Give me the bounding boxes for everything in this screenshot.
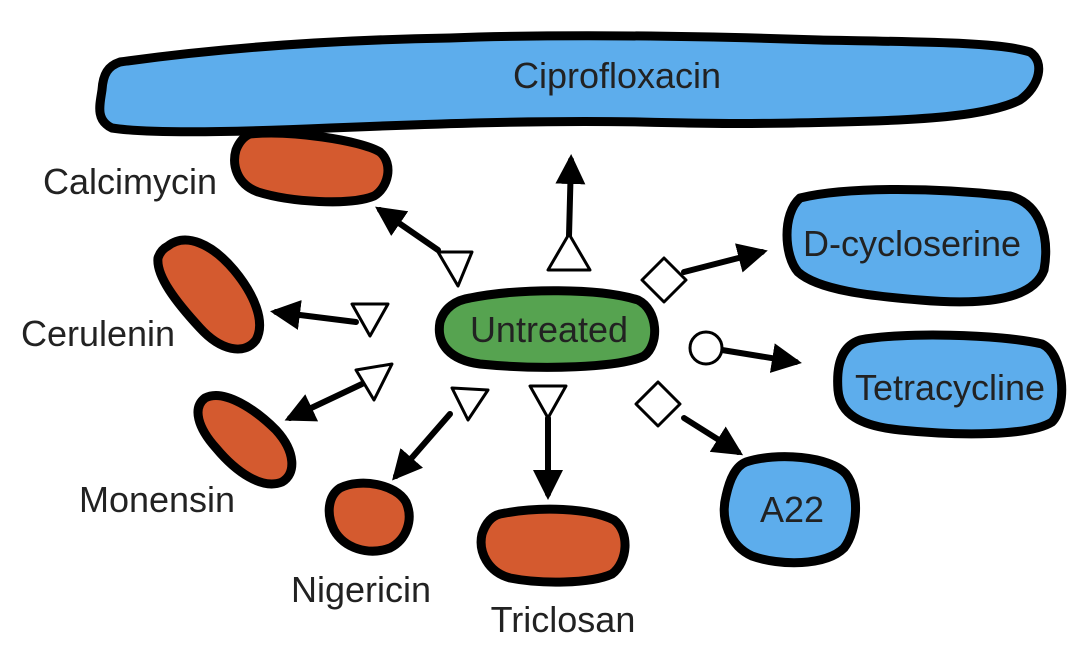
diamond-marker-a22 <box>634 380 682 428</box>
cell-untreated: Untreated <box>434 286 660 372</box>
arrow-to-dcycloserine <box>681 243 768 275</box>
cell-triclosan: Triclosan <box>476 504 636 640</box>
label-monensin: Monensin <box>79 479 235 520</box>
arrow-to-calcimycin <box>375 206 441 253</box>
cell-tetracycline-shape <box>833 330 1067 439</box>
label-triclosan: Triclosan <box>491 599 636 640</box>
cell-cerulenin: Cerulenin <box>21 235 264 354</box>
cell-ciprofloxacin-shape <box>95 31 1044 137</box>
markers <box>350 232 724 428</box>
cell-dcycloserine-shape <box>782 185 1051 307</box>
arrow-to-nigericin <box>392 411 453 481</box>
label-nigericin: Nigericin <box>291 569 431 610</box>
arrows <box>270 154 802 500</box>
cell-ciprofloxacin-label: Ciprofloxacin <box>513 55 721 96</box>
circle-marker-tetracycline <box>688 330 724 366</box>
cell-a22: A22 <box>719 452 860 568</box>
triangle-down-marker-nigericin <box>450 386 490 422</box>
label-calcimycin: Calcimycin <box>43 161 217 202</box>
cell-ciprofloxacin: Ciprofloxacin <box>95 31 1044 137</box>
cell-calcimycin: Calcimycin <box>43 128 393 207</box>
cell-nigericin: Nigericin <box>291 478 431 610</box>
triangle-down-marker-triclosan <box>528 384 568 420</box>
cell-monensin-shape <box>193 391 297 489</box>
diamond-marker-dcycloserine <box>640 256 688 304</box>
triangle-up-marker-ciprofloxacin <box>546 232 592 272</box>
cell-calcimycin-shape <box>230 128 393 207</box>
cell-a22-label: A22 <box>760 489 824 530</box>
cell-dcycloserine-label: D-cycloserine <box>803 223 1021 264</box>
arrow-to-ciprofloxacin <box>555 154 586 239</box>
cell-monensin: Monensin <box>79 391 297 520</box>
cell-untreated-label: Untreated <box>470 309 628 350</box>
arrow-to-tetracycline <box>719 343 802 373</box>
triangle-down-marker-monensin <box>354 362 394 402</box>
cell-triclosan-shape <box>476 504 630 587</box>
cell-cerulenin-shape <box>153 235 264 354</box>
triangle-down-marker-calcimycin <box>436 250 474 288</box>
triangle-down-marker-cerulenin <box>350 302 390 338</box>
arrow-to-monensin <box>284 381 365 422</box>
cell-tetracycline-label: Tetracycline <box>855 367 1045 408</box>
cell-a22-shape <box>719 452 860 568</box>
label-cerulenin: Cerulenin <box>21 313 175 354</box>
arrow-to-cerulenin <box>270 300 359 330</box>
cell-dcycloserine: D-cycloserine <box>782 185 1051 307</box>
arrow-to-a22 <box>681 415 744 456</box>
cell-tetracycline: Tetracycline <box>833 330 1067 439</box>
cell-nigericin-shape <box>324 478 414 556</box>
cell-untreated-shape <box>434 286 660 372</box>
